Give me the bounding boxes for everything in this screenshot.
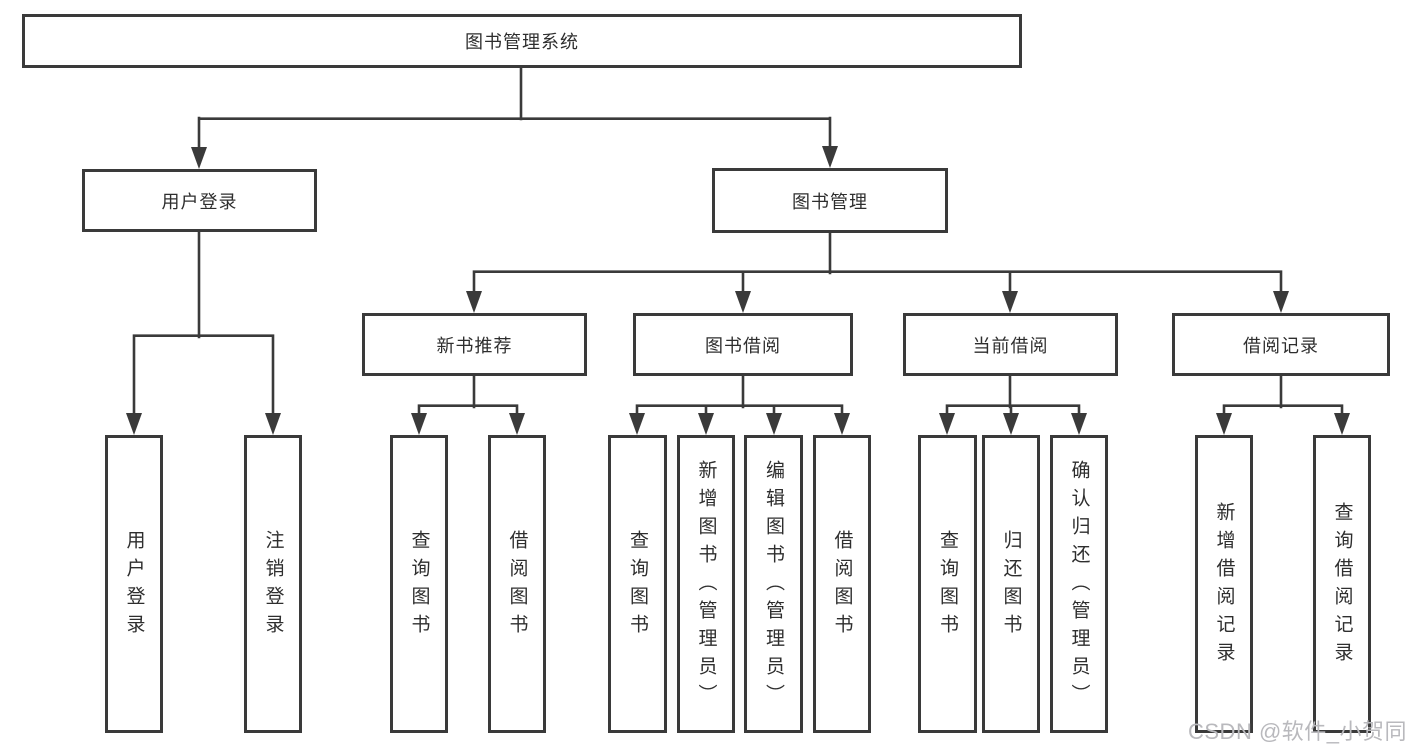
leaf-query-books-borrow: 查询图书: [608, 435, 667, 733]
csdn-watermark: CSDN @软件_小贺同学: [1188, 719, 1405, 744]
leaf-user-login: 用户登录: [105, 435, 163, 733]
leaf-query-borrow-record: 查询借阅记录: [1313, 435, 1371, 733]
leaf-borrow-books-borrow: 借阅图书: [813, 435, 871, 733]
leaf-borrow-books-recommend: 借阅图书: [488, 435, 546, 733]
leaf-return-book: 归还图书: [982, 435, 1040, 733]
leaf-confirm-return-admin: 确认归还（管理员）: [1050, 435, 1108, 733]
node-current-borrow: 当前借阅: [903, 313, 1118, 376]
leaf-query-books-recommend: 查询图书: [390, 435, 448, 733]
leaf-add-book-admin: 新增图书（管理员）: [677, 435, 735, 733]
node-book-borrow: 图书借阅: [633, 313, 853, 376]
node-root-system: 图书管理系统: [22, 14, 1022, 68]
node-user-login: 用户登录: [82, 169, 317, 232]
leaf-logout: 注销登录: [244, 435, 302, 733]
leaf-query-books-current: 查询图书: [918, 435, 977, 733]
leaf-add-borrow-record: 新增借阅记录: [1195, 435, 1253, 733]
node-book-management: 图书管理: [712, 168, 948, 233]
leaf-edit-book-admin: 编辑图书（管理员）: [744, 435, 803, 733]
node-new-book-recommend: 新书推荐: [362, 313, 587, 376]
node-borrow-records: 借阅记录: [1172, 313, 1390, 376]
